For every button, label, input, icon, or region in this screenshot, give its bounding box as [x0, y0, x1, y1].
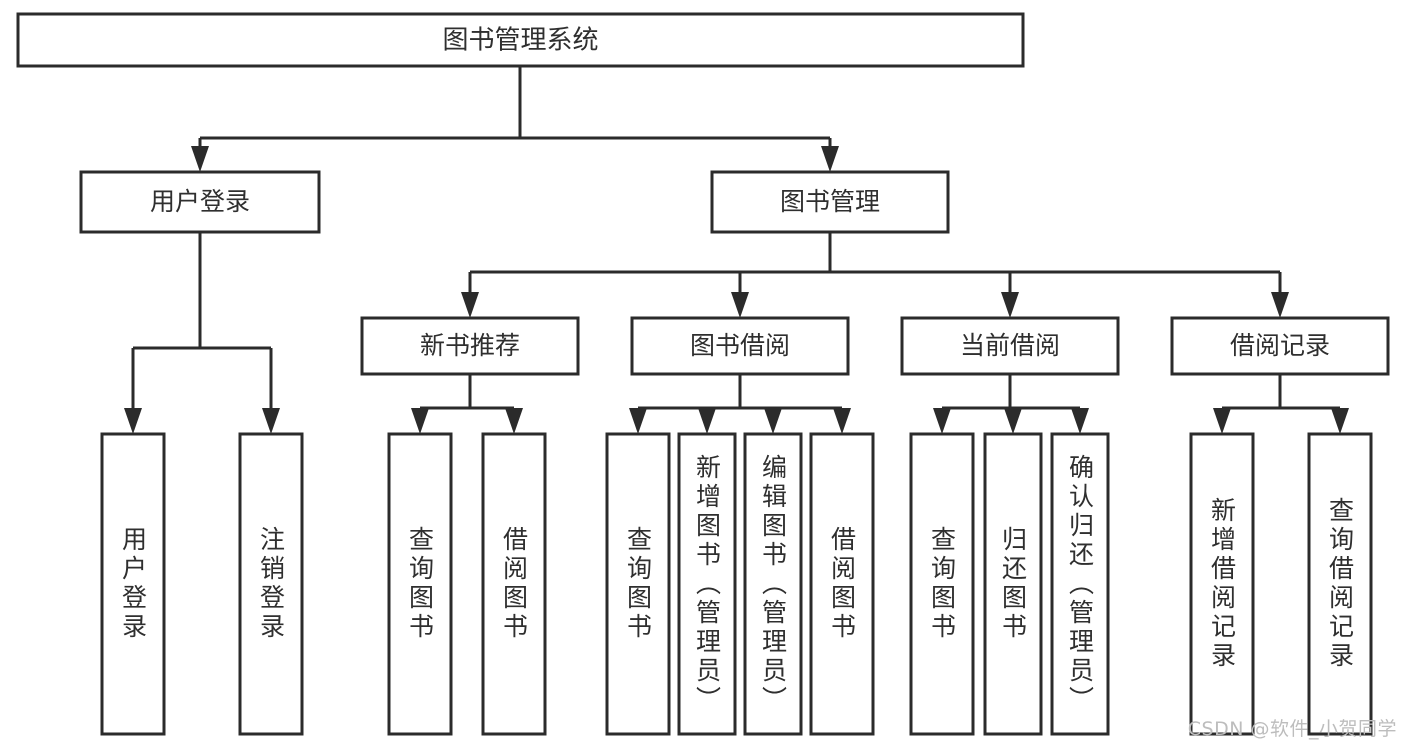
- node-rect[interactable]: [743, 432, 803, 736]
- node-box-layer: [16, 12, 1390, 736]
- group-book-borrow-drop-2-arrow-icon: [764, 408, 782, 434]
- book-manage-drop-1-arrow-icon: [731, 292, 749, 318]
- node-rect[interactable]: [1307, 432, 1373, 736]
- group-borrow-record-drop-1-arrow-icon: [1331, 408, 1349, 434]
- leaf-node-leaf-add-book[interactable]: [677, 432, 737, 736]
- book-manage-drop-2-arrow-icon: [1001, 292, 1019, 318]
- node-label-user-login: 用户登录: [150, 187, 250, 216]
- node-user-login[interactable]: [79, 170, 321, 234]
- group-book-borrow-drop-1-arrow-icon: [698, 408, 716, 434]
- node-book-manage[interactable]: [710, 170, 950, 234]
- node-rect[interactable]: [1170, 316, 1390, 376]
- group-new-book-recommend-drop-0-arrow-icon: [411, 408, 429, 434]
- user-login-drop-0-arrow-icon: [124, 408, 142, 434]
- node-rect[interactable]: [983, 432, 1043, 736]
- leaf-node-leaf-return-book[interactable]: [983, 432, 1043, 736]
- node-label-borrow-record: 借阅记录: [1230, 331, 1330, 360]
- group-current-borrow-drop-1-arrow-icon: [1004, 408, 1022, 434]
- node-label-book-borrow: 图书借阅: [690, 331, 790, 360]
- node-rect[interactable]: [1189, 432, 1255, 736]
- node-current-borrow[interactable]: [900, 316, 1120, 376]
- node-borrow-record[interactable]: [1170, 316, 1390, 376]
- leaf-node-leaf-borrow-book-1[interactable]: [481, 432, 547, 736]
- leaf-node-leaf-query-book-3[interactable]: [909, 432, 975, 736]
- connector-layer: [124, 66, 1349, 434]
- node-label-current-borrow: 当前借阅: [960, 331, 1060, 360]
- group-borrow-record-drop-0-arrow-icon: [1213, 408, 1231, 434]
- root-drop-0-arrow-icon: [191, 146, 209, 172]
- node-label-new-book-recommend: 新书推荐: [420, 331, 520, 360]
- group-book-borrow-drop-3-arrow-icon: [833, 408, 851, 434]
- node-root[interactable]: [16, 12, 1025, 68]
- book-manage-drop-3-arrow-icon: [1271, 292, 1289, 318]
- user-login-drop-1-arrow-icon: [262, 408, 280, 434]
- node-rect[interactable]: [900, 316, 1120, 376]
- leaf-node-leaf-query-record[interactable]: [1307, 432, 1373, 736]
- group-current-borrow-drop-0-arrow-icon: [933, 408, 951, 434]
- group-new-book-recommend-drop-1-arrow-icon: [505, 408, 523, 434]
- book-manage-drop-0-arrow-icon: [461, 292, 479, 318]
- node-label-book-manage: 图书管理: [780, 187, 880, 216]
- node-rect[interactable]: [909, 432, 975, 736]
- node-rect[interactable]: [16, 12, 1025, 68]
- node-rect[interactable]: [630, 316, 850, 376]
- node-rect[interactable]: [677, 432, 737, 736]
- root-drop-1-arrow-icon: [821, 146, 839, 172]
- leaf-node-leaf-query-book-1[interactable]: [387, 432, 453, 736]
- node-rect[interactable]: [360, 316, 580, 376]
- node-rect[interactable]: [238, 432, 304, 736]
- node-rect[interactable]: [481, 432, 547, 736]
- group-current-borrow-drop-2-arrow-icon: [1071, 408, 1089, 434]
- leaf-node-leaf-add-record[interactable]: [1189, 432, 1255, 736]
- node-rect[interactable]: [100, 432, 166, 736]
- node-rect[interactable]: [79, 170, 321, 234]
- leaf-node-leaf-edit-book[interactable]: [743, 432, 803, 736]
- node-label-root: 图书管理系统: [442, 26, 598, 56]
- node-rect[interactable]: [1050, 432, 1110, 736]
- leaf-node-leaf-confirm-return[interactable]: [1050, 432, 1110, 736]
- group-book-borrow-drop-0-arrow-icon: [629, 408, 647, 434]
- node-rect[interactable]: [605, 432, 671, 736]
- node-rect[interactable]: [710, 170, 950, 234]
- node-book-borrow[interactable]: [630, 316, 850, 376]
- node-rect[interactable]: [809, 432, 875, 736]
- node-new-book-recommend[interactable]: [360, 316, 580, 376]
- node-rect[interactable]: [387, 432, 453, 736]
- leaf-node-leaf-borrow-book-2[interactable]: [809, 432, 875, 736]
- leaf-node-leaf-user-login[interactable]: [100, 432, 166, 736]
- leaf-node-leaf-query-book-2[interactable]: [605, 432, 671, 736]
- leaf-node-leaf-logout-login[interactable]: [238, 432, 304, 736]
